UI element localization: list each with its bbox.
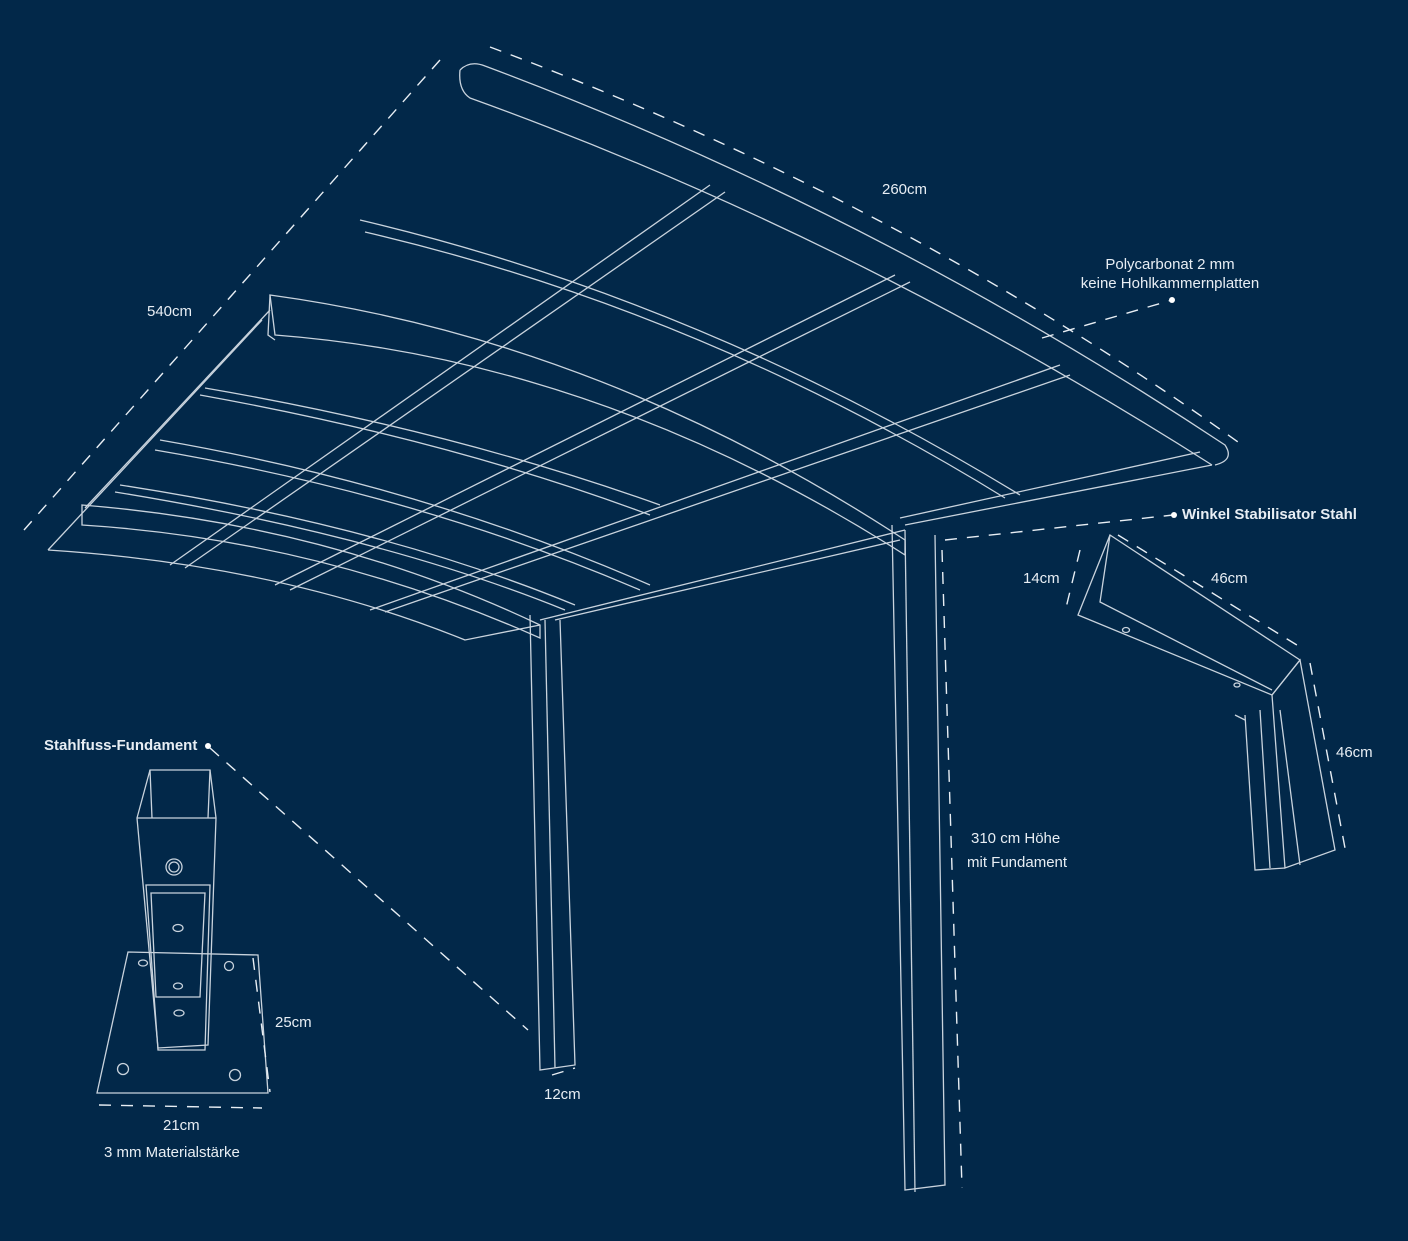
- roof-material-line2: keine Hohlkammernplatten: [1080, 275, 1260, 292]
- foot-width-label: 21cm: [163, 1117, 200, 1134]
- depth-label: 540cm: [147, 303, 193, 320]
- roof: [47, 63, 1229, 641]
- posts: [529, 524, 946, 1193]
- height-line1: 310 cm Höhe: [971, 830, 1061, 847]
- foot-thickness-label: 3 mm Materialstärke: [104, 1144, 240, 1161]
- roof-material-line1: Polycarbonat 2 mm: [1105, 256, 1235, 273]
- bracket-drop-label: 46cm: [1336, 744, 1373, 761]
- foot-depth-label: 25cm: [275, 1014, 312, 1031]
- length-label: 260cm: [882, 181, 928, 198]
- bracket-length-label: 46cm: [1211, 570, 1248, 587]
- height-line2: mit Fundament: [967, 854, 1068, 871]
- foot-drawing: [96, 769, 269, 1094]
- post-width-label: 12cm: [544, 1086, 581, 1103]
- roof-material-label: Polycarbonat 2 mm keine Hohlkammernplatt…: [1060, 255, 1280, 293]
- foot-title: Stahlfuss-Fundament: [44, 737, 198, 754]
- bracket-title: Winkel Stabilisator Stahl: [1182, 506, 1357, 523]
- height-label: 310 cm Höhe mit Fundament: [967, 827, 1067, 875]
- dimension-lines: [23, 46, 1346, 1189]
- bracket-drawing: [1077, 534, 1336, 871]
- bracket-height-label: 14cm: [1023, 570, 1060, 587]
